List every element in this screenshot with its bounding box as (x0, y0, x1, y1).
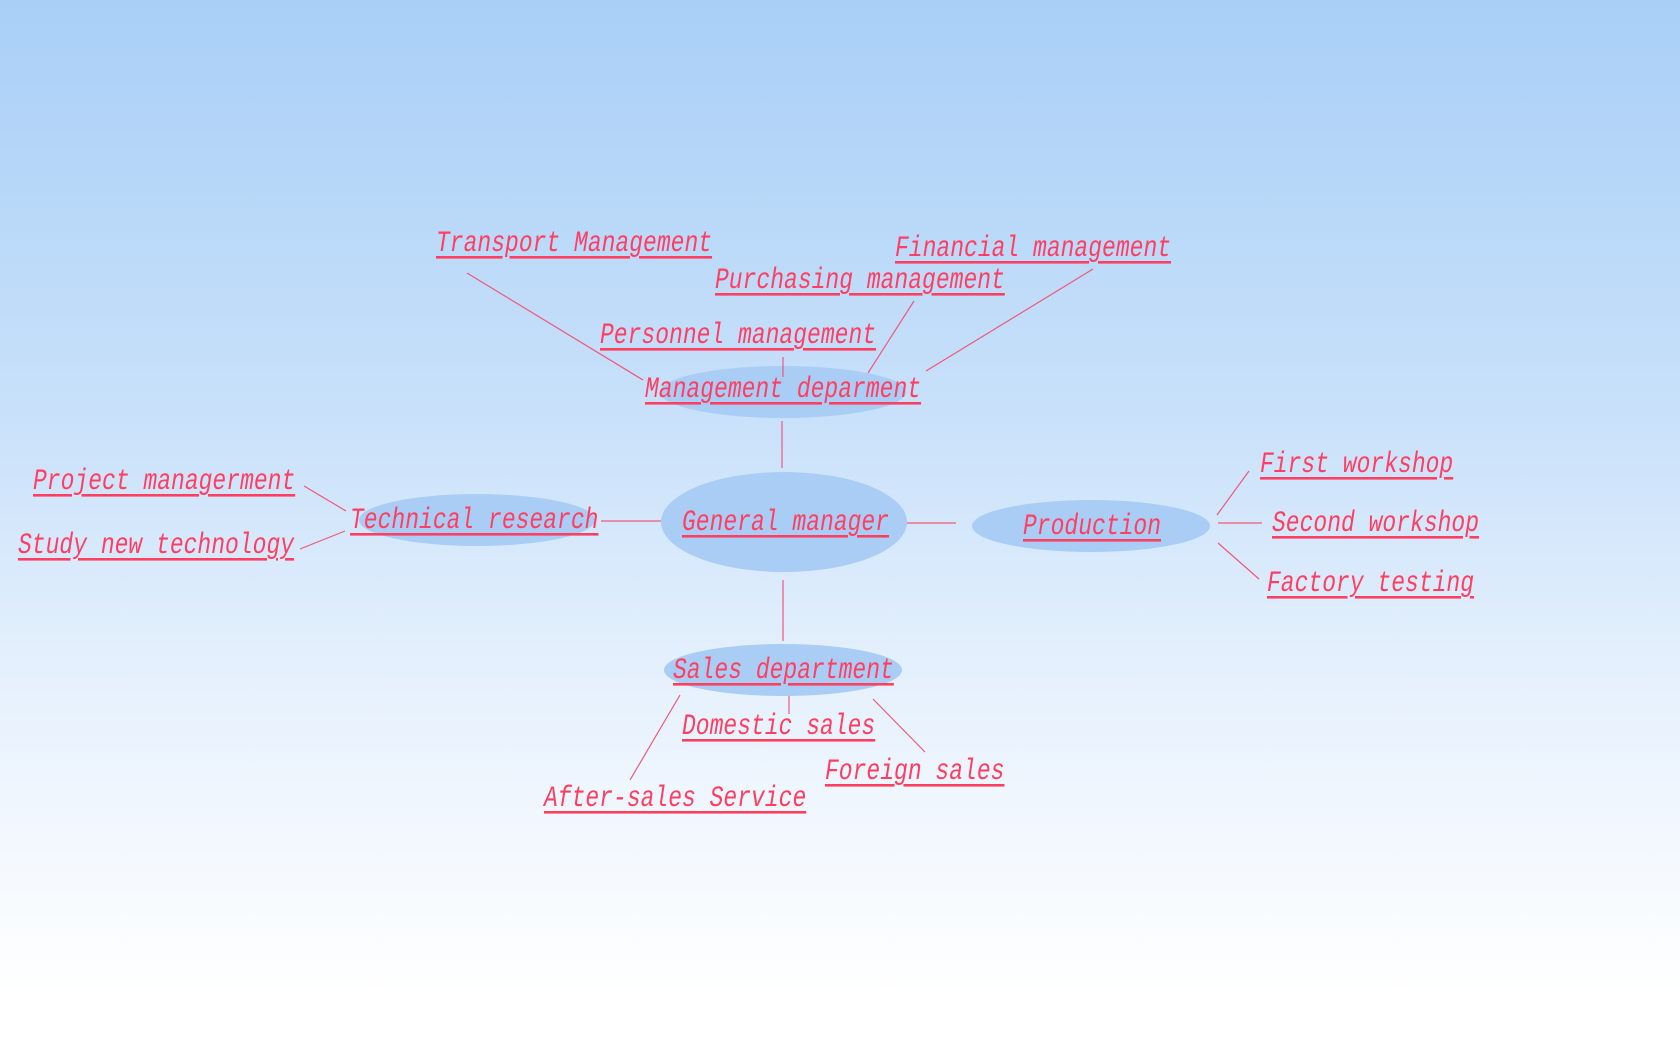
node-management-bg (660, 366, 906, 418)
connector (867, 300, 915, 374)
node-project-management[interactable]: Project managerment (33, 464, 296, 498)
node-production[interactable]: Production (1023, 509, 1162, 543)
node-transport-management[interactable]: Transport Management (436, 226, 713, 260)
node-study-new-technology[interactable]: Study new technology (18, 528, 295, 562)
connector (303, 485, 347, 512)
connector (629, 694, 681, 781)
node-technical-bg (359, 494, 595, 546)
node-first-workshop[interactable]: First workshop (1260, 447, 1454, 481)
node-foreign-sales[interactable]: Foreign sales (825, 754, 1005, 788)
node-financial-management[interactable]: Financial management (895, 231, 1172, 265)
node-second-workshop[interactable]: Second workshop (1272, 506, 1480, 540)
connector (466, 272, 644, 381)
node-general-manager[interactable]: General manager (682, 505, 890, 539)
node-production-bg (972, 500, 1210, 552)
node-technical-research[interactable]: Technical research (350, 503, 599, 537)
node-sales-bg (664, 644, 902, 696)
connector (1216, 470, 1250, 516)
connector (299, 530, 346, 550)
node-management-department[interactable]: Management deparment (645, 372, 922, 406)
node-factory-testing[interactable]: Factory testing (1267, 566, 1475, 600)
connector (925, 268, 1094, 372)
connector (1217, 542, 1260, 580)
node-after-sales-service[interactable]: After-sales Service (544, 781, 807, 815)
node-sales-department[interactable]: Sales department (673, 653, 894, 687)
node-general-manager-bg (661, 472, 907, 572)
node-purchasing-management[interactable]: Purchasing management (715, 263, 1005, 297)
node-personnel-management[interactable]: Personnel management (600, 318, 877, 352)
node-domestic-sales[interactable]: Domestic sales (682, 709, 876, 743)
connector (872, 698, 926, 753)
